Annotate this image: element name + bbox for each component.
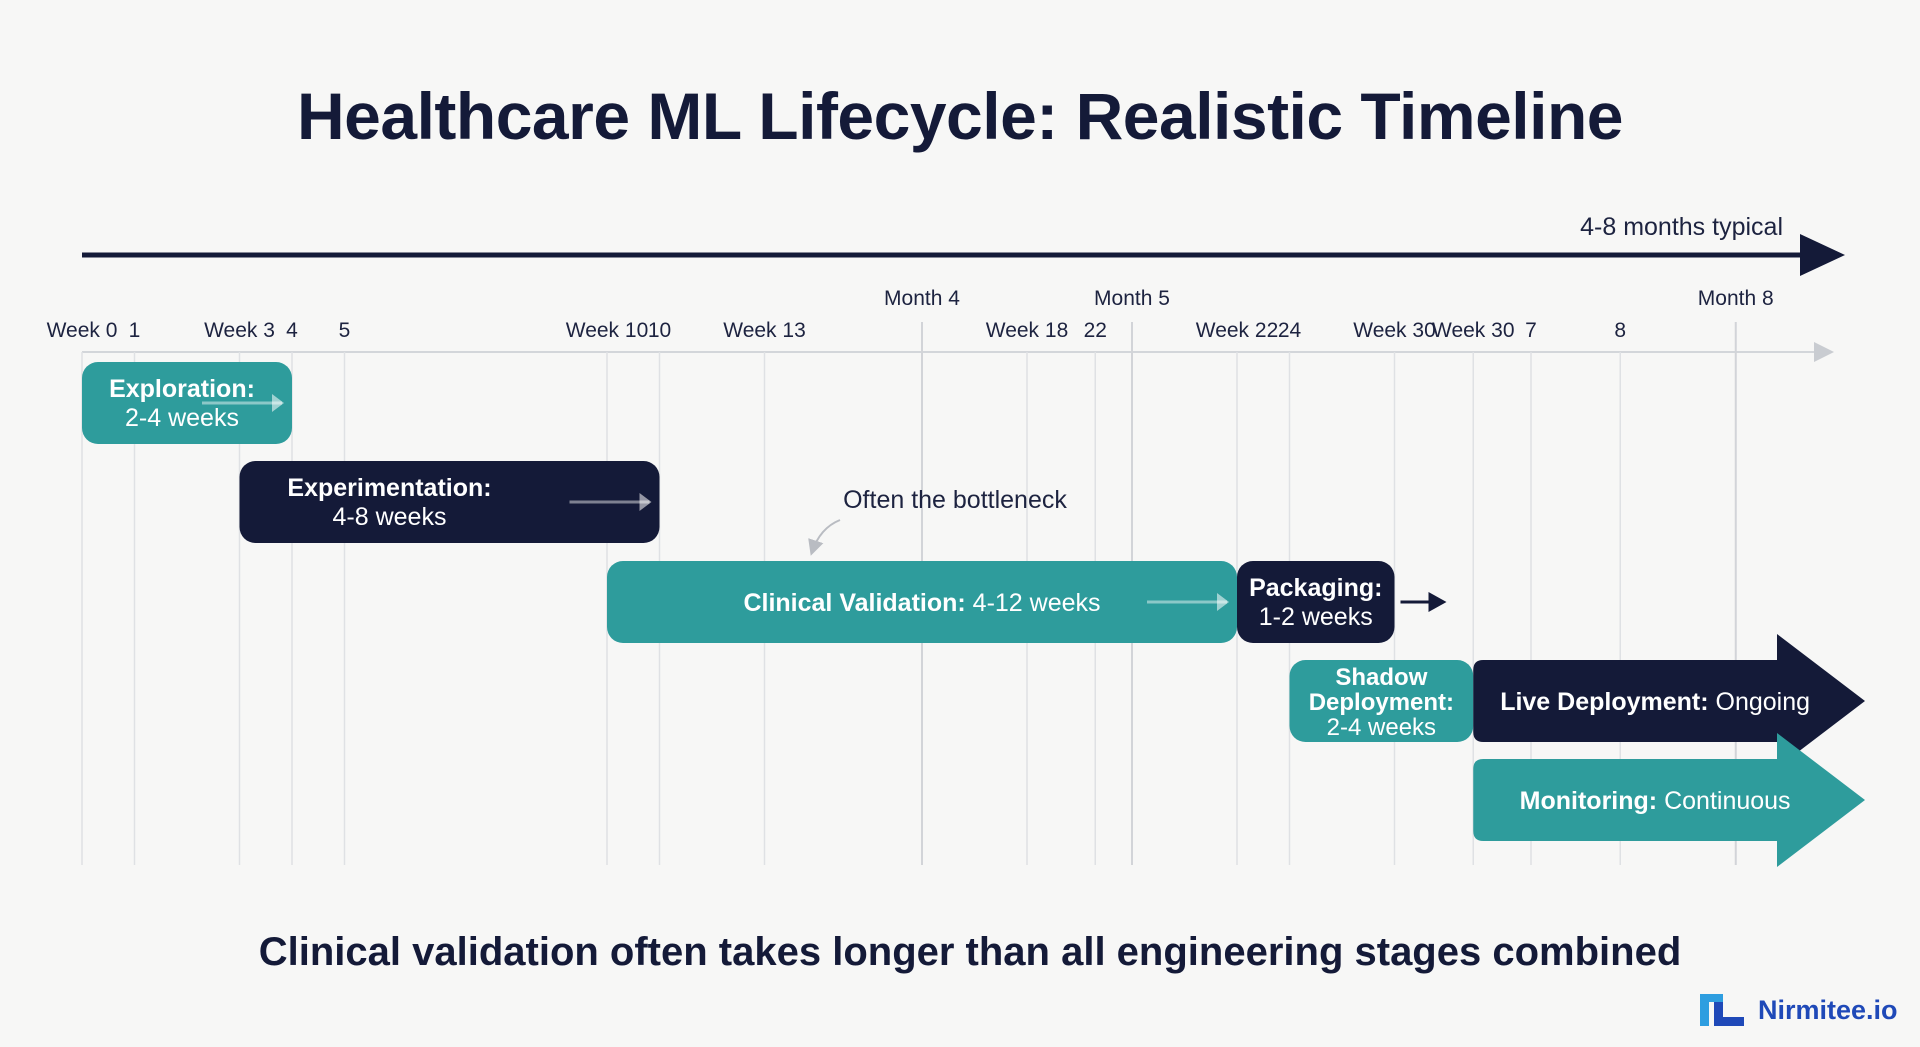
stage-shadow-deployment — [1289, 660, 1474, 742]
tick-label: 5 — [339, 319, 351, 342]
tick-label: 4 — [286, 319, 298, 342]
tick-label: Week 22 — [1196, 319, 1279, 342]
annotation-bottleneck: Often the bottleneck — [843, 486, 1067, 514]
month-label: Month 5 — [1094, 287, 1170, 310]
tick-label: Week 3 — [204, 319, 275, 342]
tick-label: Week 0 — [47, 319, 118, 342]
stage-exploration — [82, 362, 292, 444]
stage-flow-arrowhead-icon — [272, 394, 284, 412]
tick-label: 8 — [1614, 319, 1626, 342]
page-title: Healthcare ML Lifecycle: Realistic Timel… — [297, 79, 1623, 153]
stage-live-deployment — [1473, 634, 1865, 768]
brand-name: Nirmitee.io — [1758, 994, 1898, 1025]
tick-label: Week 30 — [1353, 319, 1436, 342]
month-label: Month 8 — [1698, 287, 1774, 310]
annotation-pointer-icon — [808, 519, 841, 556]
stage-label-experimentation: Experimentation:4-8 weeks — [287, 474, 491, 531]
stage-flow-arrowhead-icon — [639, 493, 652, 511]
stage-label-live-deployment: Live Deployment: Ongoing — [1500, 688, 1810, 716]
tick-label: Week 13 — [723, 319, 806, 342]
stage-label-packaging: Packaging:1-2 weeks — [1249, 574, 1382, 631]
stage-clinical-validation — [607, 561, 1237, 643]
stage-monitoring — [1473, 733, 1865, 867]
tick-label: 22 — [1084, 319, 1107, 342]
tick-label: 7 — [1525, 319, 1537, 342]
tick-label: 10 — [648, 319, 671, 342]
stage-experimentation — [239, 461, 660, 543]
span-label: 4-8 months typical — [1580, 213, 1783, 241]
stage-flow-arrowhead-icon — [1217, 593, 1229, 611]
brand-logo: Nirmitee.io — [1700, 992, 1898, 1028]
stage-label-monitoring: Monitoring: Continuous — [1520, 787, 1791, 815]
tick-label: 1 — [129, 319, 141, 342]
month-label: Month 4 — [884, 287, 960, 310]
stage-label-clinical-validation: Clinical Validation: 4-12 weeks — [743, 589, 1100, 617]
nirmitee-logo-icon — [1700, 994, 1744, 1026]
main-timeline-arrowhead-icon — [1800, 234, 1845, 276]
stage-label-exploration: Exploration:2-4 weeks — [109, 375, 255, 432]
footer-caption: Clinical validation often takes longer t… — [258, 930, 1682, 974]
tick-label: Week 30 — [1432, 319, 1515, 342]
stage-packaging — [1237, 561, 1395, 643]
tick-label: Week 10 — [566, 319, 649, 342]
tick-label: Week 18 — [986, 319, 1069, 342]
tick-label: 24 — [1278, 319, 1302, 342]
stage-flow-arrowhead-icon — [1428, 592, 1447, 612]
